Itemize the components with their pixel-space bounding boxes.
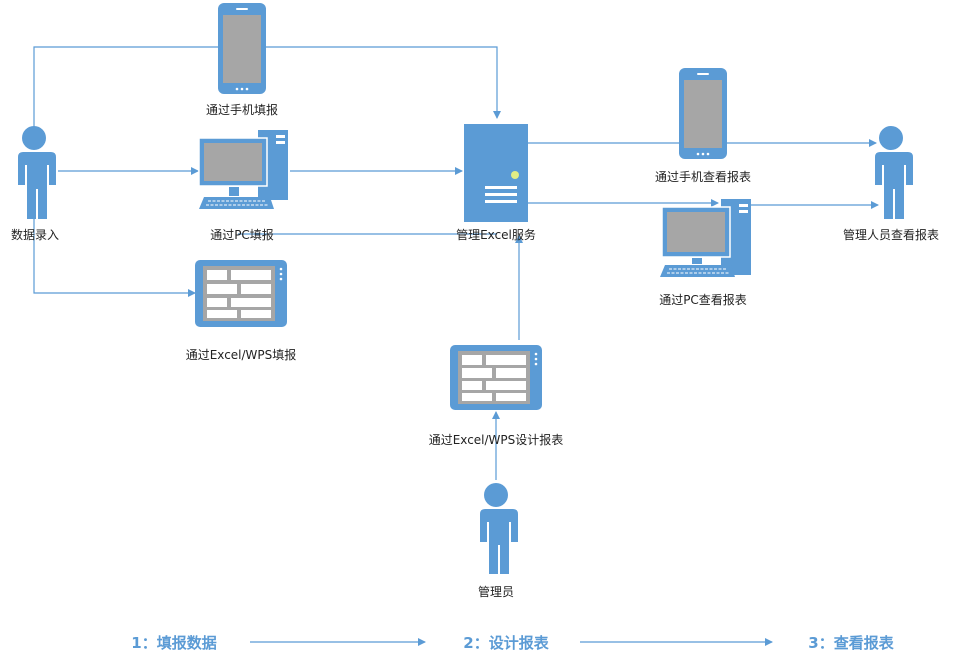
step-2-label: 2：设计报表 bbox=[463, 634, 549, 652]
step-3-label: 3：查看报表 bbox=[808, 634, 894, 652]
label-pc-fill: 通过PC填报 bbox=[210, 228, 274, 242]
connector-person-to-excel-fill bbox=[33, 196, 196, 297]
label-excel-fill: 通过Excel/WPS填报 bbox=[185, 348, 297, 362]
step-1-label: 1：填报数据 bbox=[131, 634, 217, 652]
person-icon bbox=[479, 483, 518, 574]
label-excel-design: 通过Excel/WPS设计报表 bbox=[428, 433, 564, 447]
label-manager-view: 管理人员查看报表 bbox=[842, 228, 940, 242]
tablet-icon bbox=[195, 260, 287, 327]
label-admin: 管理员 bbox=[477, 585, 515, 599]
connectors bbox=[33, 46, 879, 646]
server-icon bbox=[464, 124, 528, 222]
label-mobile-view: 通过手机查看报表 bbox=[654, 170, 752, 184]
person-icon bbox=[874, 126, 913, 219]
desktop-computer-icon bbox=[660, 199, 751, 277]
label-mobile-fill: 通过手机填报 bbox=[205, 103, 279, 117]
tablet-icon bbox=[450, 345, 542, 410]
person-icon bbox=[17, 126, 56, 219]
label-data-entry: 数据录入 bbox=[10, 228, 60, 242]
desktop-computer-icon bbox=[198, 130, 288, 209]
smartphone-icon bbox=[679, 68, 727, 159]
smartphone-icon bbox=[218, 3, 266, 94]
label-pc-view: 通过PC查看报表 bbox=[659, 293, 747, 307]
label-server: 管理Excel服务 bbox=[456, 228, 536, 242]
